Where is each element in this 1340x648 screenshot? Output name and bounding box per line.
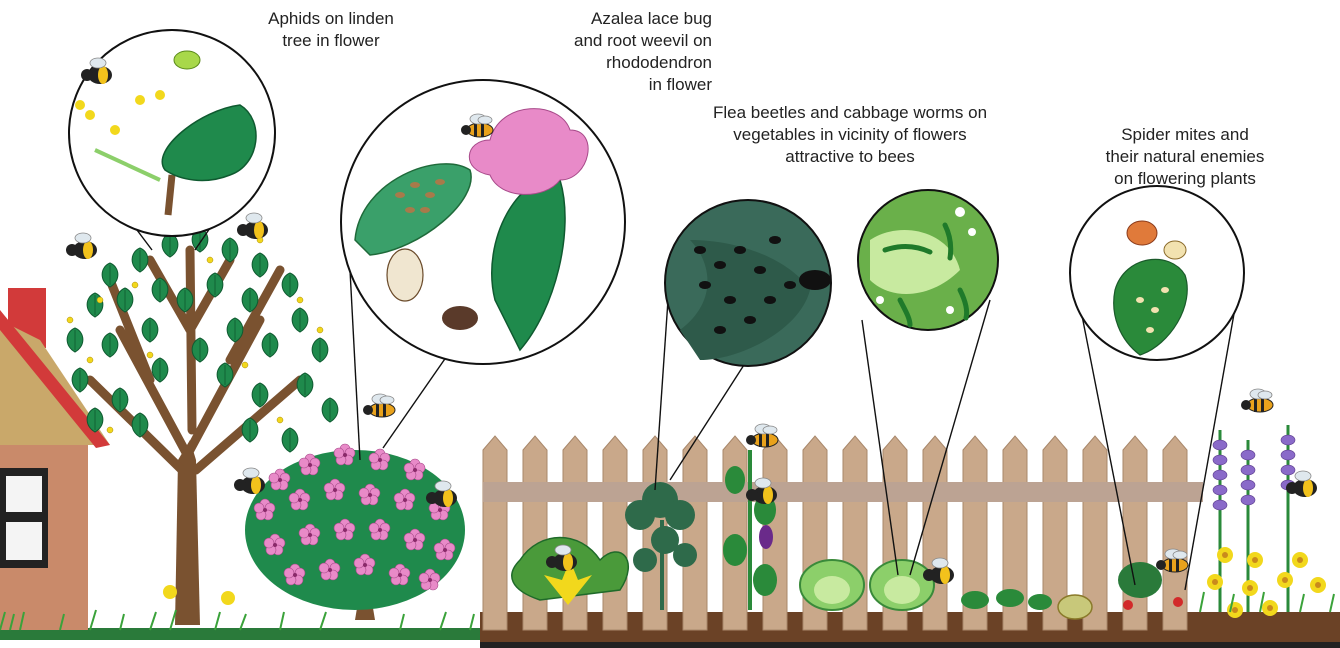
bumblebee-icon bbox=[234, 468, 265, 494]
bee-icon bbox=[1241, 389, 1273, 412]
callout-cabbage-worms bbox=[858, 190, 998, 330]
caption-flea-beetles: Flea beetles and cabbage worms on vegeta… bbox=[680, 102, 1020, 168]
bee-icon bbox=[1156, 549, 1188, 572]
spider-mite-icon bbox=[1127, 221, 1157, 245]
fence-rail bbox=[483, 482, 1203, 502]
caption-azalea: Azalea lace bug and root weevil on rhodo… bbox=[532, 8, 712, 96]
dandelion bbox=[163, 585, 177, 599]
rhododendron-bush bbox=[245, 444, 465, 620]
aphid-icon bbox=[174, 51, 200, 69]
bumblebee-icon bbox=[66, 233, 97, 259]
bee-icon bbox=[746, 424, 778, 447]
lace-bug-large-icon bbox=[387, 249, 423, 301]
callout-aphids bbox=[69, 30, 275, 236]
callout-azalea bbox=[341, 80, 625, 364]
weevil-icon bbox=[442, 306, 478, 330]
predatory-mite-icon bbox=[1164, 241, 1186, 259]
caption-spider-mites: Spider mites and their natural enemies o… bbox=[1080, 124, 1290, 190]
caption-aphids: Aphids on linden tree in flower bbox=[236, 8, 426, 52]
callout-spider-mites bbox=[1070, 186, 1244, 360]
house bbox=[0, 288, 110, 630]
callout-flea-beetles bbox=[665, 200, 831, 366]
flowering-plants bbox=[1200, 425, 1334, 618]
bee-icon bbox=[363, 394, 395, 417]
bumblebee-icon bbox=[237, 213, 268, 239]
